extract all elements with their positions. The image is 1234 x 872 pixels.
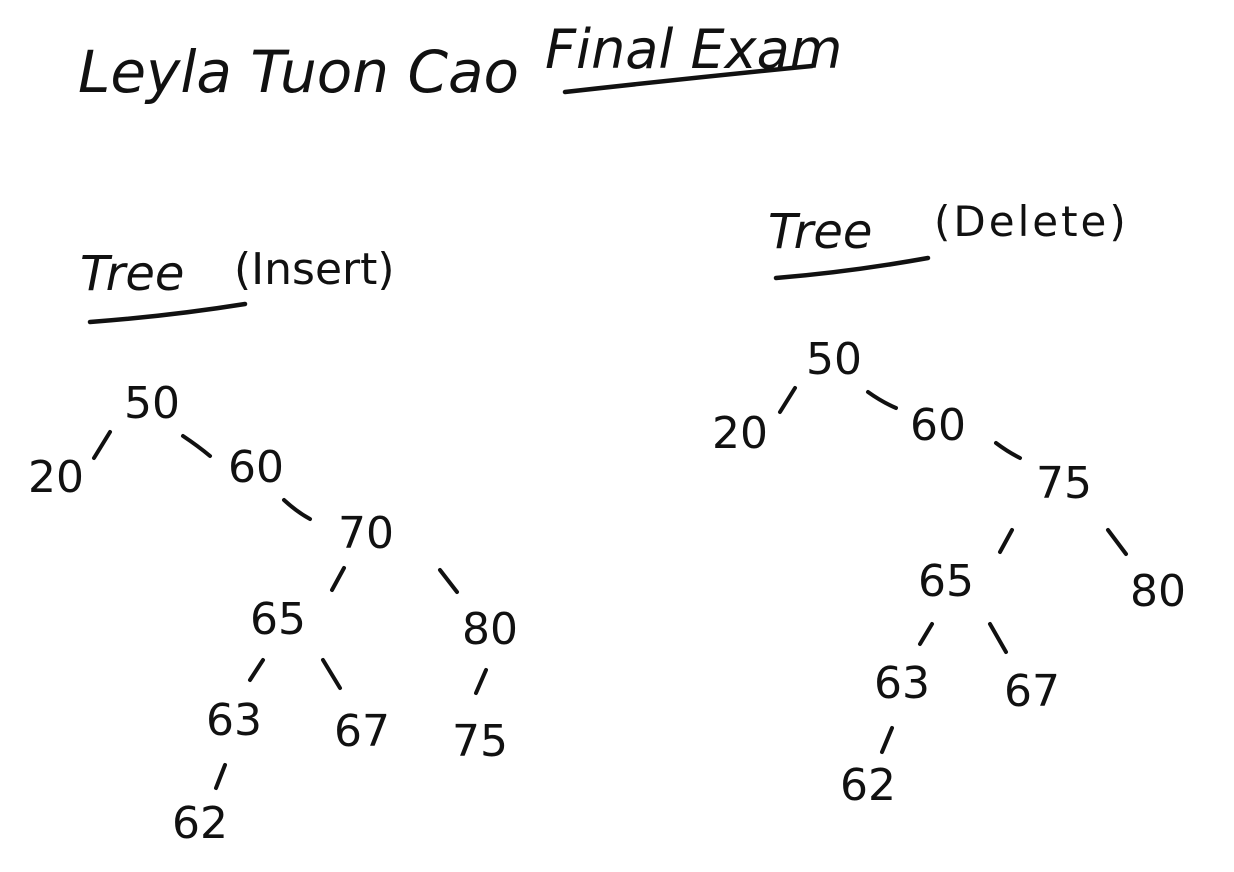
tree-insert-node-60: 60 [228, 442, 284, 493]
header: Leyla Tuon Cao Final Exam [78, 18, 842, 106]
tree-insert-subtitle: (Insert) [234, 244, 395, 295]
tree-delete-node-20: 20 [712, 408, 768, 459]
tree-delete-node-60: 60 [910, 400, 966, 451]
tree-delete-node-80: 80 [1130, 566, 1186, 617]
tree-insert-edge-65-63 [248, 658, 265, 682]
tree-delete-node-50: 50 [806, 334, 862, 385]
tree-delete-edge-65-67 [988, 622, 1008, 654]
tree-delete: Tree (Delete) 50 20 60 75 65 80 63 67 62 [712, 197, 1186, 811]
tree-insert-edge-70-65 [330, 566, 346, 592]
tree-delete-title-underline [773, 255, 931, 281]
tree-delete-edge-50-20 [778, 386, 797, 414]
tree-delete-subtitle: (Delete) [934, 197, 1129, 246]
tree-insert-node-50: 50 [124, 378, 180, 429]
tree-delete-edge-50-60 [866, 390, 898, 410]
tree-insert: Tree (Insert) 50 20 60 70 65 80 63 67 75… [28, 244, 518, 849]
tree-delete-edge-65-63 [918, 622, 934, 646]
tree-insert-node-63: 63 [206, 695, 262, 746]
tree-delete-edge-63-62 [880, 726, 894, 754]
tree-insert-edge-65-67 [321, 658, 342, 690]
tree-delete-edge-75-65 [998, 528, 1014, 554]
tree-delete-node-67: 67 [1004, 666, 1060, 717]
tree-insert-node-65: 65 [250, 594, 306, 645]
tree-delete-edge-75-80 [1106, 528, 1128, 556]
exam-title: Final Exam [545, 18, 842, 81]
tree-insert-edge-60-70 [282, 498, 312, 521]
tree-insert-node-70: 70 [338, 508, 394, 559]
tree-insert-title: Tree [80, 246, 184, 302]
tree-insert-node-75: 75 [452, 716, 508, 767]
tree-insert-node-20: 20 [28, 452, 84, 503]
tree-insert-title-underline [87, 301, 248, 325]
tree-delete-edge-60-75 [994, 441, 1022, 460]
tree-delete-node-62: 62 [840, 760, 896, 811]
tree-insert-edge-63-62 [214, 763, 227, 790]
tree-insert-node-67: 67 [334, 706, 390, 757]
tree-delete-node-75: 75 [1036, 458, 1092, 509]
tree-delete-title: Tree [768, 204, 872, 260]
student-name: Leyla Tuon Cao [78, 38, 519, 106]
tree-insert-node-80: 80 [462, 604, 518, 655]
tree-delete-node-65: 65 [918, 556, 974, 607]
tree-insert-edge-80-75 [474, 668, 488, 695]
tree-delete-node-63: 63 [874, 658, 930, 709]
tree-insert-edge-50-60 [181, 434, 212, 458]
exam-title-underline [562, 63, 815, 95]
tree-insert-edge-50-20 [92, 430, 112, 460]
tree-insert-edge-70-80 [438, 568, 459, 594]
tree-insert-node-62: 62 [172, 798, 228, 849]
